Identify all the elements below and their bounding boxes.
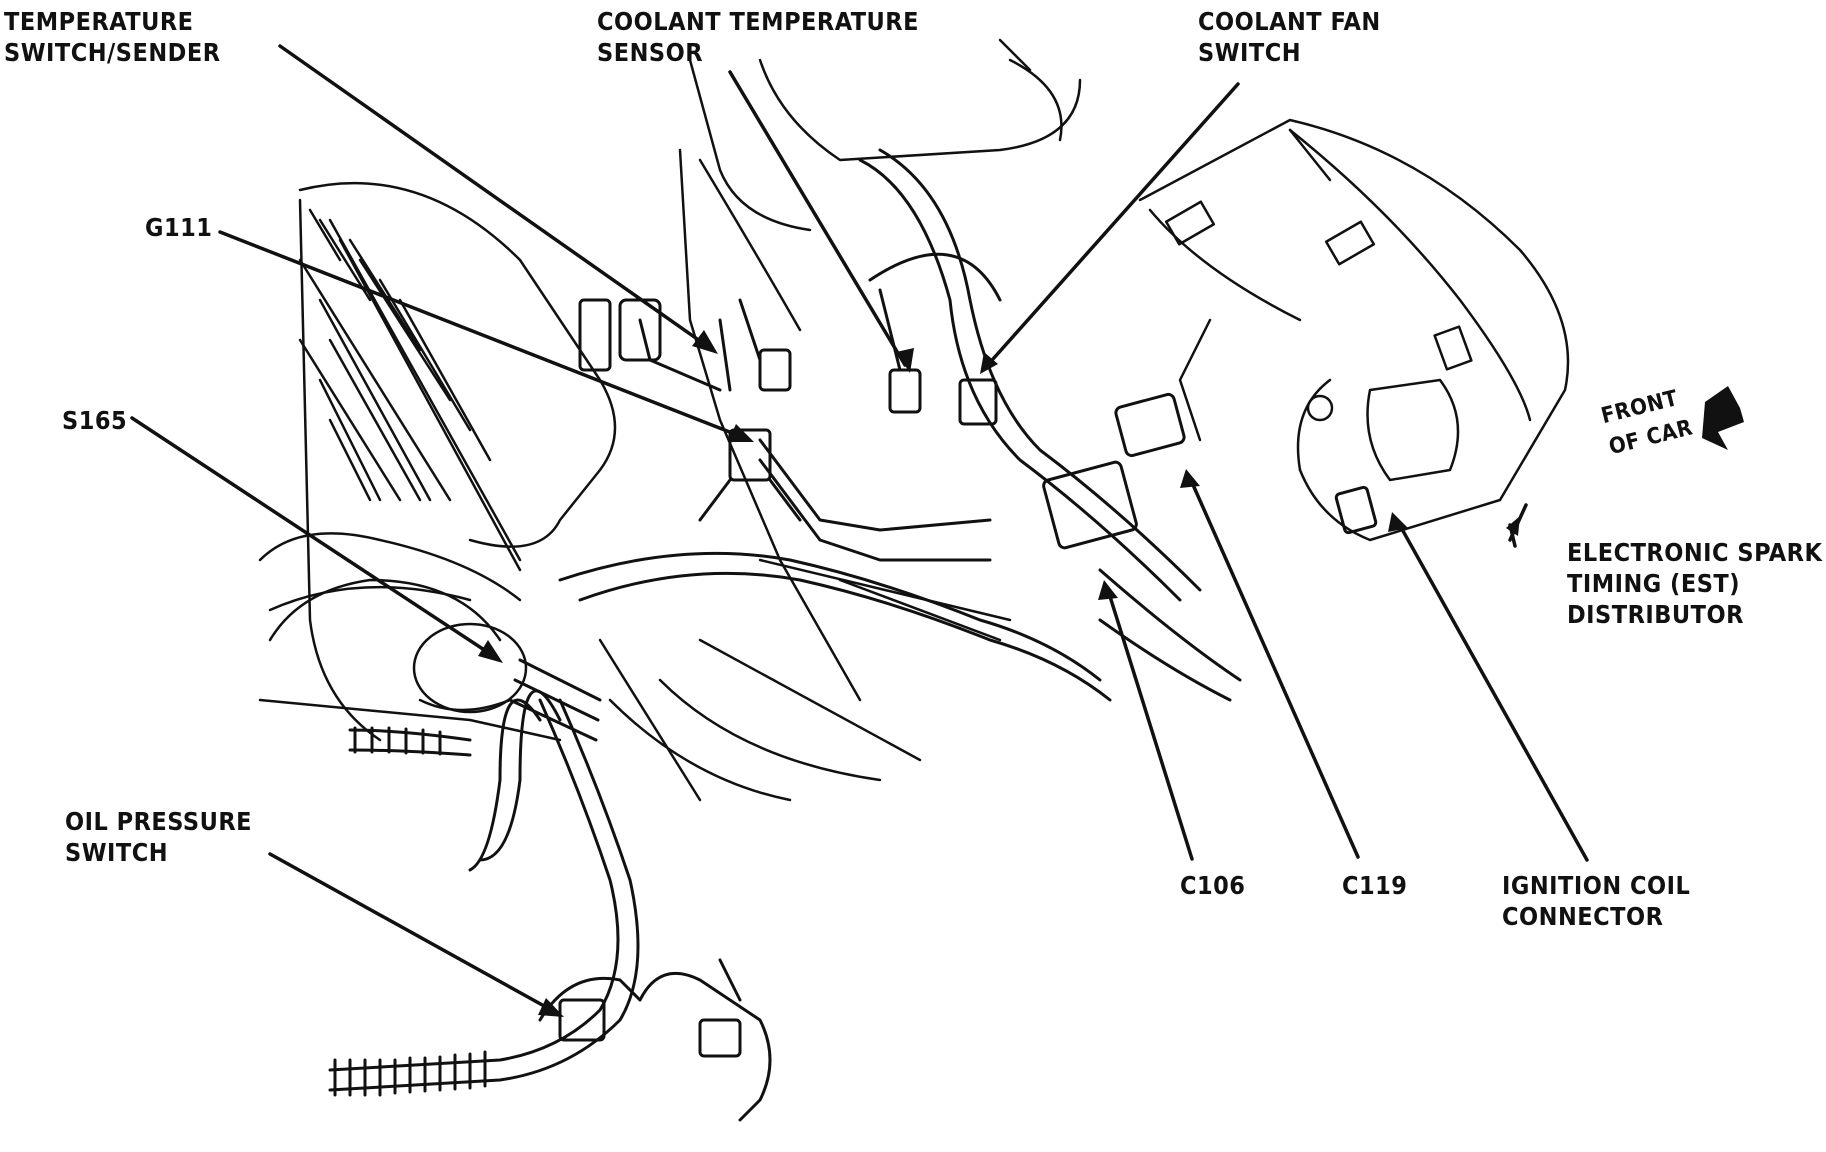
wiring-harness-drawing (328, 148, 1378, 1122)
temperature-switch-label: TEMPERATURE SWITCH/SENDER (4, 7, 221, 67)
s165-label: S165 (62, 406, 128, 435)
est-distributor-label: ELECTRONIC SPARK TIMING (EST) DISTRIBUTO… (1567, 538, 1823, 629)
c119-label: C119 (1342, 871, 1408, 900)
coolant-fan-switch-label: COOLANT FAN SWITCH (1198, 7, 1381, 67)
distributor-drawing (1138, 118, 1570, 542)
leader-arrowheads (478, 330, 1520, 1017)
engine-block-drawing (258, 38, 1082, 802)
coolant-temp-sensor-label: COOLANT TEMPERATURE SENSOR (597, 7, 919, 67)
oil-pressure-switch-label: OIL PRESSURE SWITCH (65, 807, 253, 867)
leader-lines (130, 44, 1589, 1014)
front-arrow-icon (1702, 386, 1744, 450)
g111-label: G111 (145, 213, 213, 242)
c106-label: C106 (1180, 871, 1246, 900)
ignition-coil-connector-label: IGNITION COIL CONNECTOR (1502, 871, 1691, 931)
